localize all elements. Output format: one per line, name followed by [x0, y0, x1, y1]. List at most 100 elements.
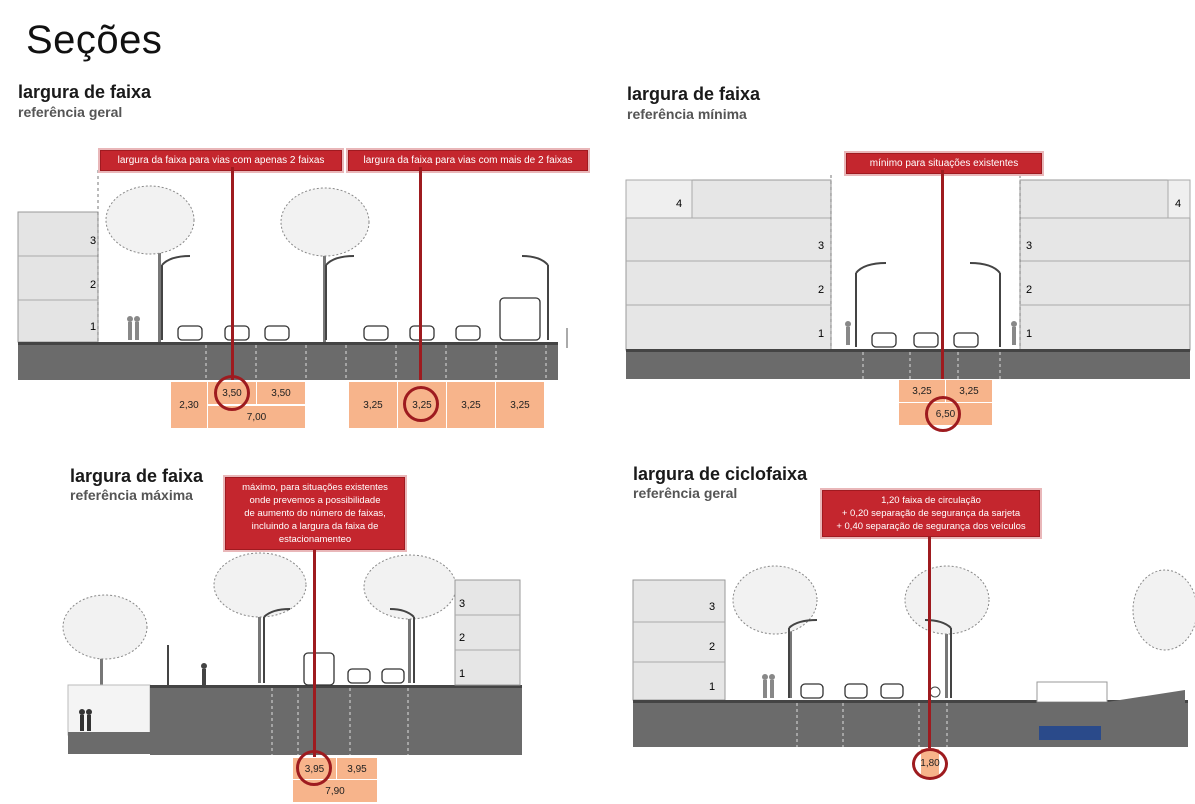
pedestrian-icon	[127, 316, 140, 340]
section-1-drawing: 3 2 1	[17, 170, 568, 380]
floor-label-2: 2	[1026, 284, 1032, 296]
building-left	[632, 579, 726, 701]
highlight-circle	[912, 748, 948, 780]
measure-cell: 3,95	[336, 757, 378, 781]
car-icon	[871, 332, 897, 348]
lamp-post-icon	[924, 619, 952, 698]
lamp-post-icon	[263, 608, 291, 683]
pedestrian-icon	[79, 709, 92, 731]
section-1-title: largura de faixa	[18, 82, 152, 102]
building-right	[454, 579, 521, 686]
floor-label-3: 3	[818, 240, 824, 252]
measure-cell: 3,25	[945, 379, 993, 403]
highlight-circle	[296, 750, 332, 786]
highlight-circle	[403, 386, 439, 422]
marker-line	[231, 167, 234, 380]
tree-icon	[363, 554, 457, 683]
lamp-post-icon	[161, 255, 191, 340]
marker-line	[941, 170, 944, 407]
section-3-subtitle: referência máxima	[70, 487, 193, 503]
floor-label-3: 3	[459, 598, 465, 610]
car-icon	[363, 325, 389, 341]
canal-water	[1039, 726, 1101, 740]
callout-line: de aumento do número de faixas,	[244, 508, 386, 519]
building-right	[1019, 179, 1191, 351]
section-4-subtitle: referência geral	[633, 485, 738, 501]
floor-label-3: 3	[709, 601, 715, 613]
car-icon	[347, 668, 371, 684]
tree-icon	[904, 565, 990, 698]
lamp-post-icon	[855, 262, 887, 347]
measure-cell: 2,30	[170, 381, 208, 429]
callout-more-lanes: largura da faixa para vias com mais de 2…	[348, 150, 588, 171]
bicycle-icon	[929, 686, 941, 698]
section-2-title: largura de faixa	[627, 84, 761, 104]
callout-line: máximo, para situações existentes	[242, 482, 388, 493]
section-4-title: largura de ciclofaixa	[633, 464, 808, 484]
tree-icon	[280, 187, 370, 342]
callout-line: + 0,40 separação de segurança dos veícul…	[836, 521, 1026, 532]
car-icon	[953, 332, 979, 348]
floor-label-4: 4	[1175, 198, 1181, 210]
floor-label-3: 3	[1026, 240, 1032, 252]
callout-minimum: mínimo para situações existentes	[846, 153, 1042, 174]
car-icon	[913, 332, 939, 348]
car-icon	[224, 325, 250, 341]
callout-maximum: máximo, para situações existentes onde p…	[225, 477, 405, 550]
tree-icon	[105, 185, 195, 342]
building-left	[17, 211, 99, 343]
car-icon	[800, 683, 824, 699]
page-title: Seções	[26, 18, 163, 62]
lamp-post-icon	[521, 255, 549, 340]
car-icon	[381, 668, 405, 684]
tree-icon	[732, 565, 818, 698]
callout-line: incluindo a largura da faixa de	[251, 521, 379, 532]
floor-label-1: 1	[709, 681, 715, 693]
marker-line	[928, 536, 931, 751]
floor-label-2: 2	[459, 632, 465, 644]
bus-icon	[303, 652, 335, 686]
floor-label-2: 2	[709, 641, 715, 653]
floor-label-1: 1	[90, 321, 96, 333]
section-1-subtitle: referência geral	[18, 104, 123, 120]
car-icon	[844, 683, 868, 699]
floor-label-4: 4	[676, 198, 682, 210]
pedestrian-icon	[1011, 321, 1017, 345]
pedestrian-icon	[845, 321, 851, 345]
callout-line: 1,20 faixa de circulação	[881, 495, 981, 506]
marker-line	[419, 167, 422, 380]
callout-line: estacionamenteo	[278, 534, 352, 545]
floor-label-1: 1	[459, 668, 465, 680]
road-body	[18, 344, 558, 380]
road-body	[150, 687, 522, 755]
floor-label-1: 1	[1026, 328, 1032, 340]
measure-cell: 3,25	[348, 381, 398, 429]
measure-cell: 7,00	[207, 405, 306, 429]
callout-line: onde prevemos a possibilidade	[249, 495, 381, 506]
highlight-circle	[925, 396, 961, 432]
lamp-post-icon	[325, 255, 355, 340]
highlight-circle	[214, 375, 250, 411]
bus-icon	[499, 297, 541, 341]
car-icon	[409, 325, 435, 341]
pedestrian-icon	[201, 663, 207, 685]
section-3-drawing: 3 2 1	[62, 552, 522, 755]
lamp-post-icon	[788, 619, 818, 698]
road-body	[633, 702, 1188, 747]
measure-cell: 3,50	[256, 381, 306, 405]
car-icon	[177, 325, 203, 341]
callout-bike-lane: 1,20 faixa de circulação + 0,20 separaçã…	[822, 490, 1040, 537]
road-body	[626, 351, 1190, 379]
callout-two-lanes: largura da faixa para vias com apenas 2 …	[100, 150, 342, 171]
measure-cell: 3,25	[446, 381, 496, 429]
tree-icon	[213, 552, 307, 683]
car-icon	[455, 325, 481, 341]
lamp-post-icon	[969, 262, 1001, 347]
lamp-post-icon	[389, 608, 415, 683]
car-icon	[880, 683, 904, 699]
callout-line: + 0,20 separação de segurança da sarjeta	[841, 508, 1021, 519]
floor-label-1: 1	[818, 328, 824, 340]
tree-icon	[1132, 569, 1195, 651]
measure-cell: 3,25	[495, 381, 545, 429]
floor-label-3: 3	[90, 235, 96, 247]
